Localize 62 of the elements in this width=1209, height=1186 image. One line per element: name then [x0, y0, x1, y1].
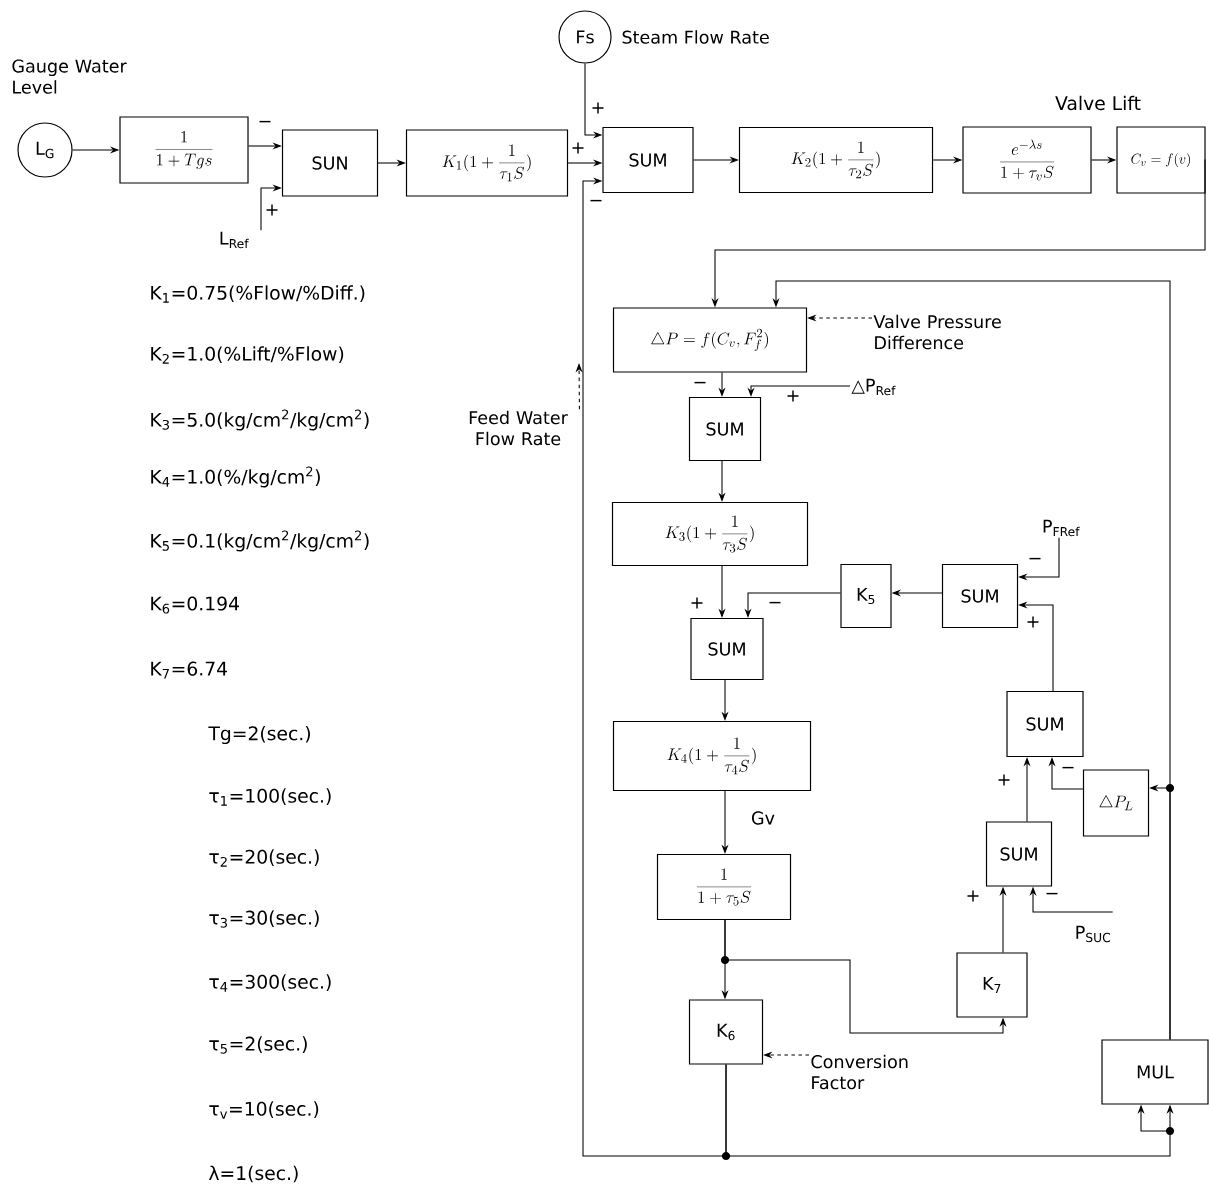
parameter-text: K$_{6}$=0.194	[151, 596, 239, 614]
sign-label: −	[1043, 891, 1061, 901]
block-box: SUN	[281, 129, 379, 197]
parameter-text: K$_{1}$=0.75(%Flow/%Diff.)	[151, 285, 365, 303]
sign-label: +	[589, 101, 607, 115]
parameter-text: λ=1(sec.)	[208, 1165, 298, 1183]
annotation-text: Valve Pressure Difference	[873, 314, 1001, 350]
block-box: SUM	[688, 396, 762, 462]
block-box: SUM	[1006, 690, 1084, 758]
parameter-text: K$_{4}$=1.0(%/kg/cm$^{2}$)	[151, 466, 320, 488]
parameter-text: K$_{5}$=0.1(kg/cm$^{2}$/kg/cm$^{2}$)	[151, 530, 369, 552]
annotation-text: Feed Water Flow Rate	[469, 410, 568, 446]
sign-label: −	[1026, 556, 1044, 566]
parameter-text: K$_{7}$=6.74	[151, 661, 228, 679]
parameter-text: τ$_{4}$=300(sec.)	[209, 974, 331, 992]
signal-label: △P$_{Ref}$	[851, 378, 896, 396]
sign-label: +	[1024, 615, 1042, 629]
sign-label: +	[263, 203, 281, 217]
caption-text: Gauge Water Level	[12, 59, 127, 94]
sign-label: −	[256, 119, 274, 129]
signal-label: P$_{FRef}$	[1043, 519, 1080, 537]
block-box: $K_1(1+\frac{1}{\tau_1 S})$	[405, 129, 569, 197]
block-box: $\frac{1}{1+\tau_5 S}$	[656, 853, 792, 921]
signal-label: L$_{Ref}$	[220, 231, 249, 249]
block-box: $C_v=f(v)$	[1116, 126, 1206, 194]
sign-label: −	[587, 198, 605, 208]
parameter-text: Tg=2(sec.)	[208, 725, 310, 745]
sign-label: −	[766, 600, 784, 610]
parameter-text: τ$_{3}$=30(sec.)	[209, 910, 319, 928]
block-box: $K_3(1+\frac{1}{\tau_3 S})$	[611, 501, 809, 567]
sign-label: −	[1059, 765, 1077, 775]
parameter-text: τ$_{5}$=2(sec.)	[209, 1036, 307, 1054]
caption-text: Steam Flow Rate	[622, 30, 769, 44]
annotation-text: Conversion Factor	[811, 1054, 908, 1090]
block-box: $\triangle P_L$	[1082, 769, 1150, 837]
parameter-text: K$_{3}$=5.0(kg/cm$^{2}$/kg/cm$^{2}$)	[151, 409, 369, 431]
block-box: K$_{7}$	[956, 952, 1028, 1018]
sign-label: −	[691, 380, 709, 390]
sign-label: +	[784, 389, 802, 403]
parameter-text: τ$_{1}$=100(sec.)	[209, 788, 331, 806]
block-box: MUL	[1101, 1039, 1209, 1105]
sign-label: +	[964, 889, 982, 903]
block-box: $K_4(1+\frac{1}{\tau_4 S})$	[612, 720, 812, 792]
parameter-text: τ$_{v}$=10(sec.)	[209, 1101, 319, 1119]
edge-label: Gv	[749, 810, 777, 826]
block-box: SUM	[985, 821, 1053, 887]
block-box: $\frac{e^{-\lambda s}}{1+\tau_v S}$	[962, 126, 1092, 194]
block-box: SUM	[690, 617, 764, 681]
block-box: $\triangle P=f(C_v,F_f^2)$	[612, 307, 808, 373]
section-label: Valve Lift	[1055, 95, 1141, 111]
block-box: K$_{5}$	[840, 563, 892, 629]
sign-label: +	[569, 141, 587, 155]
block-box: SUM	[941, 563, 1019, 629]
sign-label: +	[688, 596, 706, 610]
parameter-text: K$_{2}$=1.0(%Lift/%Flow)	[151, 346, 344, 364]
sign-label: +	[995, 773, 1013, 787]
block-box: $\frac{1}{1+Tgs}$	[119, 116, 249, 184]
block-box: $K_2(1+\frac{1}{\tau_2 S})$	[738, 126, 934, 194]
parameter-text: τ$_{2}$=20(sec.)	[209, 849, 319, 867]
block-box: K$_{6}$	[688, 999, 764, 1065]
block-box: SUM	[602, 126, 694, 194]
signal-label: P$_{SUC}$	[1076, 925, 1111, 943]
